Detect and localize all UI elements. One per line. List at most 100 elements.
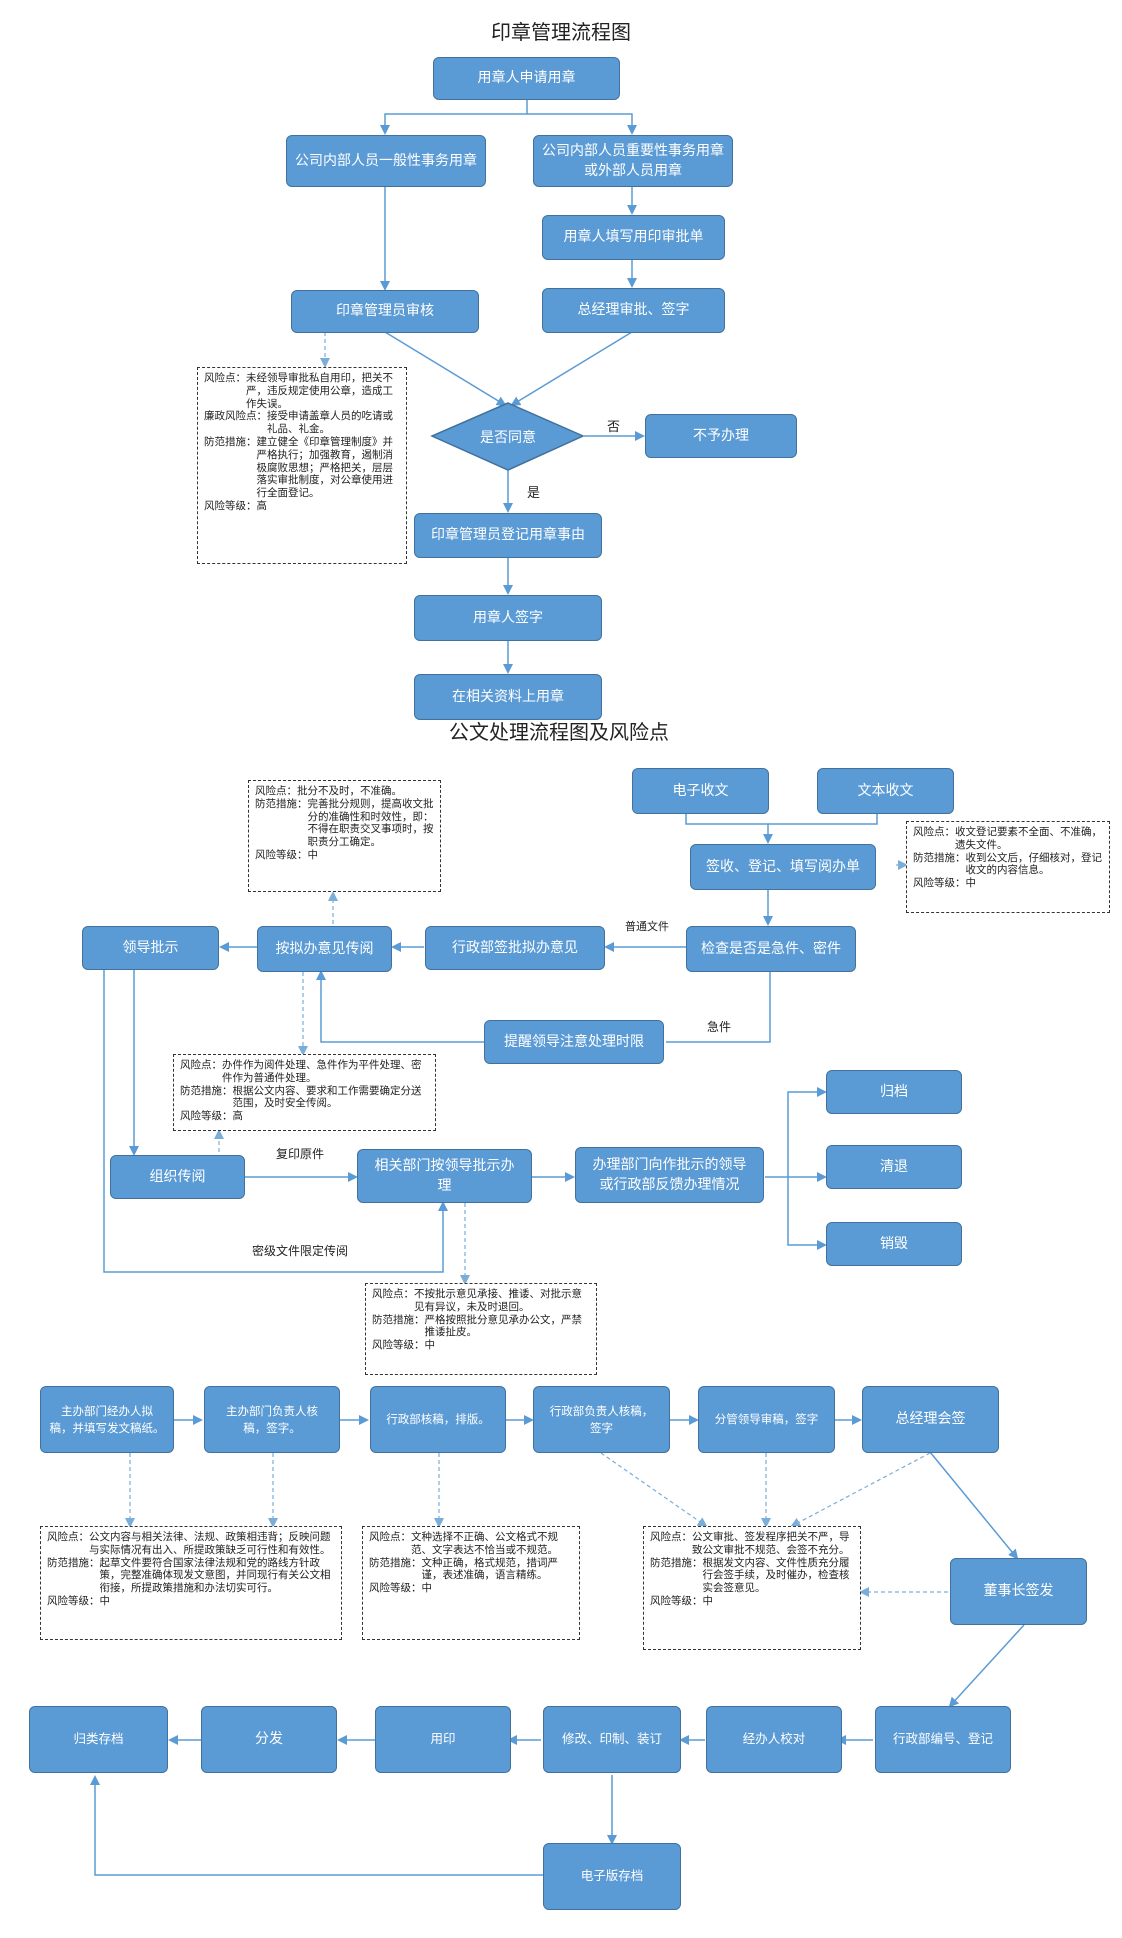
risk-key: 风险等级： [255,848,308,861]
secret-limit-label: 密级文件限定传阅 [252,1244,349,1258]
risk-value: 建立健全《印章管理制度》并严格执行；加强教育，遏制消极腐败思想；严格把关，层层落… [256,435,394,500]
risk-value: 公文审批、签发程序把关不严，导致公文审批不规范、会签不充分。 [692,1531,850,1556]
vp-approve-box: 分管领导审稿，签字 [698,1386,835,1453]
risk-key: 风险点： [913,826,955,838]
seal-risk-note: 风险点：未经领导审批私自用印，把关不严，违反规定使用公章，造成工作失误。廉政风险… [197,367,407,564]
risk-value: 文种选择不正确、公文格式不规范、文字表达不恰当或不规范。 [411,1531,558,1556]
risk-key: 防范措施： [47,1556,100,1569]
admin-number-box: 行政部编号、登记 [875,1706,1011,1773]
risk-key: 风险点： [372,1288,414,1300]
remind-box: 提醒领导注意处理时限 [484,1020,664,1064]
risk-key: 防范措施： [369,1556,422,1569]
copy-original-label: 复印原件 [276,1147,325,1161]
risk-row: 风险等级：中 [47,1595,335,1608]
risk-row: 风险点：公文审批、签发程序把关不严，导致公文审批不规范、会签不充分。 [650,1531,854,1557]
risk-row: 防范措施：根据公文内容、要求和工作需要确定分送范围，及时安全传阅。 [180,1085,429,1111]
reject-box: 不予办理 [645,414,797,458]
risk-value: 批分不及时，不准确。 [297,785,402,797]
risk-value: 未经领导审批私自用印，把关不严，违反规定使用公章，造成工作失误。 [246,372,393,410]
t-receive-box: 文本收文 [817,768,954,814]
yes-label: 是 [527,486,541,501]
internal-major-box: 公司内部人员重要性事务用章 或外部人员用章 [533,135,733,187]
file-archive-box: 归类存档 [29,1706,168,1773]
risk-key: 廉政风险点： [204,410,267,423]
risk-value: 根据发文内容、文件性质充分履行会签手续，及时催办，检查核实会签意见。 [702,1556,850,1595]
sign-risk-note: 风险点：公文审批、签发程序把关不严，导致公文审批不规范、会签不充分。防范措施：根… [643,1526,861,1650]
opinion-risk-note: 风险点：批分不及时，不准确。防范措施：完善批分规则，提高收文批分的准确性和时效性… [248,780,441,892]
risk-value: 公文内容与相关法律、法规、政策相违背；反映问题与实际情况有出入、所提政策缺乏可行… [89,1531,331,1556]
admin-check-box: 行政部核稿，排版。 [370,1386,506,1453]
risk-row: 风险点：未经领导审批私自用印，把关不严，违反规定使用公章，造成工作失误。 [204,372,400,410]
risk-row: 风险点：不按批示意见承接、推诿、对批示意见有异议，未及时退回。 [372,1288,590,1314]
risk-value: 文种正确，格式规范，措词严谨，表述准确，语言精练。 [421,1556,559,1582]
admin-head-box: 行政部负责人核稿， 签字 [533,1386,670,1453]
risk-row: 风险点：收文登记要素不全面、不准确，遗失文件。 [913,826,1103,852]
risk-row: 廉政风险点：接受申请盖章人员的吃请或礼品、礼金。 [204,410,400,436]
risk-value: 中 [702,1594,714,1607]
risk-value: 不按批示意见承接、推诿、对批示意见有异议，未及时退回。 [414,1288,582,1313]
risk-row: 防范措施：文种正确，格式规范，措词严谨，表述准确，语言精练。 [369,1557,573,1583]
admin-opinion-box: 行政部签批拟办意见 [425,926,605,970]
proofread-box: 经办人校对 [706,1706,842,1773]
no-label: 否 [607,420,621,435]
risk-value: 根据公文内容、要求和工作需要确定分送范围，及时安全传阅。 [232,1084,422,1110]
destroy-box: 销毁 [826,1222,962,1266]
risk-key: 风险等级： [372,1339,425,1352]
stamp-box: 在相关资料上用章 [414,674,602,720]
agree-decision-label: 是否同意 [480,430,536,446]
risk-value: 严格按照批分意见承办公文，严禁推诿扯皮。 [424,1313,583,1339]
organize-box: 组织传阅 [110,1155,245,1199]
circulate-risk-note: 风险点：办件作为阅件处理、急件作为平件处理、密件作为普通件处理。防范措施：根据公… [173,1054,436,1131]
apply-seal-box: 用章人申请用章 [433,57,620,100]
handle-risk-note: 风险点：不按批示意见承接、推诿、对批示意见有异议，未及时退回。防范措施：严格按照… [365,1283,597,1375]
risk-key: 风险等级： [180,1110,233,1123]
dept-handle-box: 相关部门按领导批示办 理 [357,1149,532,1203]
risk-value: 中 [307,848,319,861]
gm-sign-box: 总经理会签 [862,1386,999,1453]
content-risk-note: 风险点：公文内容与相关法律、法规、政策相违背；反映问题与实际情况有出入、所提政策… [40,1526,342,1640]
fill-form-box: 用章人填写用印审批单 [542,215,725,260]
seal-use-box: 用印 [375,1706,511,1773]
risk-key: 防范措施： [255,797,308,810]
risk-value: 起草文件要符合国家法律法规和党的路线方针政策，完整准确体现发文意图，并同现行有关… [99,1556,331,1595]
risk-row: 防范措施：严格按照批分意见承办公文，严禁推诿扯皮。 [372,1314,590,1340]
distribute-box: 分发 [201,1706,337,1773]
risk-row: 风险等级：高 [204,500,400,513]
risk-key: 风险点： [204,372,246,384]
manager-review-box: 印章管理员审核 [291,290,479,333]
sign-register-box: 签收、登记、填写阅办单 [690,844,876,890]
risk-row: 防范措施：完善批分规则，提高收文批分的准确性和时效性，即：不得在职责交叉事项时，… [255,798,434,849]
head-review-box: 主办部门负责人核 稿，签字。 [204,1386,340,1453]
risk-value: 完善批分规则，提高收文批分的准确性和时效性，即：不得在职责交叉事项时，按职责分工… [307,797,434,849]
circulate-box: 按拟办意见传阅 [257,926,392,972]
e-archive-box: 电子版存档 [543,1843,681,1910]
risk-row: 风险点：文种选择不正确、公文格式不规范、文字表达不恰当或不规范。 [369,1531,573,1557]
risk-key: 防范措施： [913,851,966,864]
risk-row: 防范措施：建立健全《印章管理制度》并严格执行；加强教育，遏制消极腐败思想；严格把… [204,436,400,500]
e-receive-box: 电子收文 [632,768,769,814]
register-box: 印章管理员登记用章事由 [414,513,602,558]
check-urgent-box: 检查是否是急件、密件 [686,926,856,972]
risk-row: 防范措施：收到公文后，仔细核对，登记收文的内容信息。 [913,852,1103,878]
risk-value: 中 [424,1339,436,1352]
risk-key: 防范措施： [204,435,257,448]
risk-row: 风险等级：中 [255,849,434,862]
risk-key: 风险点： [650,1531,692,1543]
staff-draft-box: 主办部门经办人拟 稿，并填写发文稿纸。 [40,1386,174,1453]
risk-row: 防范措施：起草文件要符合国家法律法规和党的路线方针政策，完整准确体现发文意图，并… [47,1557,335,1595]
risk-row: 风险等级：高 [180,1110,429,1123]
risk-key: 风险点： [369,1531,411,1543]
risk-key: 风险等级： [913,877,966,890]
risk-key: 风险点： [255,785,297,797]
print-bind-box: 修改、印制、装订 [543,1706,681,1773]
risk-row: 风险点：批分不及时，不准确。 [255,785,434,798]
feedback-box: 办理部门向作批示的领导 或行政部反馈办理情况 [575,1147,764,1203]
risk-value: 收到公文后，仔细核对，登记收文的内容信息。 [965,851,1103,877]
risk-key: 风险点： [180,1059,222,1071]
risk-row: 风险点：办件作为阅件处理、急件作为平件处理、密件作为普通件处理。 [180,1059,429,1085]
doc-flow-title: 公文处理流程图及风险点 [449,720,669,744]
risk-row: 风险点：公文内容与相关法律、法规、政策相违背；反映问题与实际情况有出入、所提政策… [47,1531,335,1557]
risk-key: 风险点： [47,1531,89,1543]
